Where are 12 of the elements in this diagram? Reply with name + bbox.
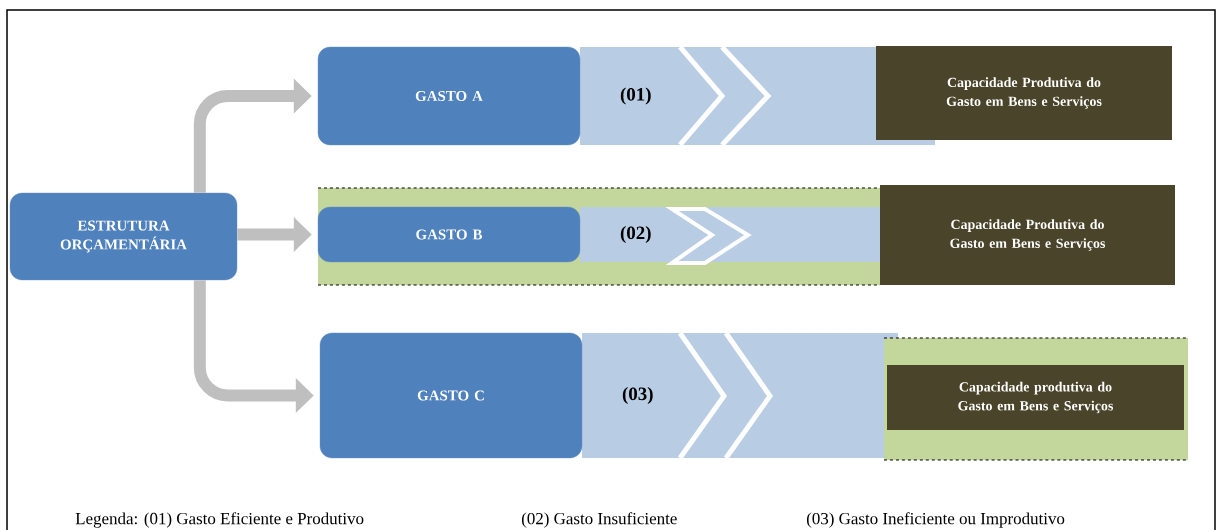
legend-text: Legenda: (01) Gasto Eficiente e Produtivo <box>75 512 364 528</box>
band-box: (03) <box>582 331 898 460</box>
rounded-box: GASTO C <box>319 332 583 459</box>
rounded-box: GASTO A <box>317 46 581 146</box>
rounded-box: GASTO B <box>317 206 581 263</box>
legend-text: (03) Gasto Ineficiente ou Improdutivo <box>806 512 1065 528</box>
band-box: (02) <box>580 207 880 265</box>
text-box: Capacidade produtiva do Gasto em Bens e Serviços <box>887 365 1184 430</box>
legend-text: (02) Gasto Insuficiente <box>521 512 677 528</box>
text-box: Capacidade Produtiva do Gasto em Bens e Serviços <box>876 46 1172 140</box>
text-box: Capacidade Produtiva do Gasto em Bens e Serviços <box>880 185 1175 285</box>
rounded-box: ESTRUTURA ORÇAMENTÁRIA <box>9 192 238 281</box>
